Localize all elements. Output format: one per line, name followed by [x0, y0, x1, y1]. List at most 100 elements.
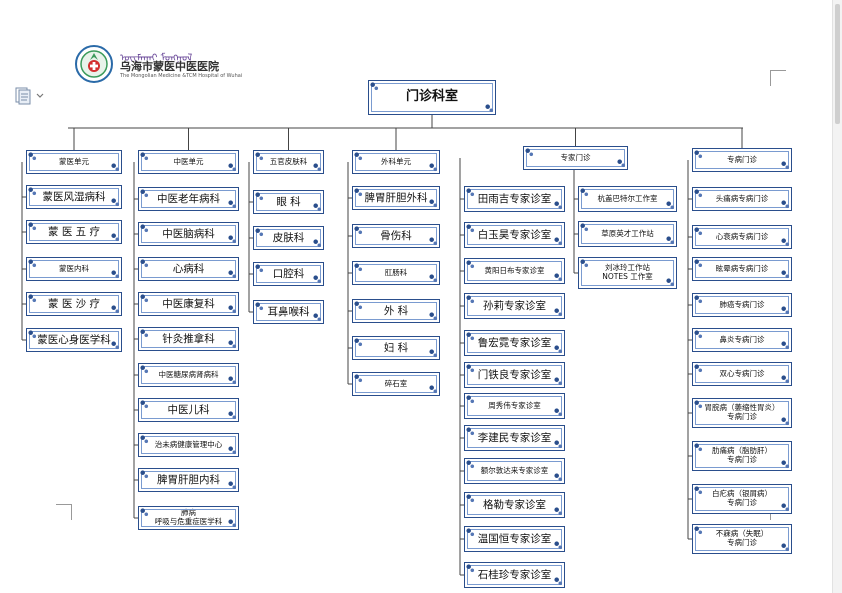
- group-header-4: 专家门诊: [523, 146, 628, 170]
- crop-mark-top-right: [770, 70, 786, 86]
- dept-node-5-5-label: 双心专病门诊: [719, 368, 765, 378]
- paste-options-button[interactable]: [14, 86, 50, 106]
- dept-node-5-2-label: 眩晕病专病门诊: [715, 263, 769, 273]
- dept-node-2-3-label: 耳鼻喉科: [267, 305, 310, 318]
- dept-node-4-1: 白玉昊专家诊室: [464, 222, 565, 248]
- dept-node-4-7: 李建民专家诊室: [464, 425, 565, 451]
- dept-node-1-6: 中医儿科: [138, 398, 239, 422]
- dept-node-5-0-label: 头痛病专病门诊: [715, 193, 769, 203]
- dept-node-5-7: 肋痛病（脂肪肝） 专病门诊: [692, 441, 792, 471]
- dept-node-3-1: 骨伤科: [352, 224, 440, 248]
- dept-node-3-5: 碎石室: [352, 372, 440, 396]
- group-header-2: 五官皮肤科: [253, 150, 324, 174]
- dept-node-3-1-label: 骨伤科: [380, 229, 412, 242]
- dept-node-2-2-label: 口腔科: [272, 267, 305, 280]
- dept-node-1-0: 中医老年病科: [138, 187, 239, 211]
- group-header-3: 外科单元: [352, 150, 440, 174]
- dept-node-0-3-label: 蒙 医 沙 疗: [47, 297, 100, 310]
- dept-node-5-2: 眩晕病专病门诊: [692, 257, 792, 281]
- dept-node-4-6-label: 周秀伟专家诊室: [488, 400, 541, 410]
- dept-node-4-9-label: 格勒专家诊室: [483, 498, 546, 511]
- hospital-logo: ᠦᠸᠮᠠᠬᠠᠢ ᠮᠣᠩᠭᠣᠯ 乌海市蒙医中医医院 The Mongolian M…: [74, 44, 244, 84]
- dept-node-4-10: 温国恒专家诊室: [464, 526, 565, 552]
- group-header-5-label: 专病门诊: [727, 154, 757, 164]
- dept-node-1-8: 脾胃肝胆内科: [138, 468, 239, 492]
- dept-node-1-4: 针灸推拿科: [138, 327, 239, 351]
- dept-node-4-8: 额尔敦达来专家诊室: [464, 458, 565, 484]
- dept-node-4-4-label: 鲁宏霓专家诊室: [477, 336, 552, 349]
- vertical-scrollbar[interactable]: [832, 0, 842, 593]
- dept-node-4-3: 孙莉专家诊室: [464, 293, 565, 319]
- dept-node-2-1: 皮肤科: [253, 226, 324, 250]
- group-header-3-label: 外科单元: [381, 156, 411, 166]
- root-node-label: 门诊科室: [405, 89, 458, 105]
- group-header-0: 蒙医单元: [26, 150, 122, 174]
- dept-node-5-3-label: 肺癌专病门诊: [719, 299, 765, 309]
- dept-node-5-1: 心衰病专病门诊: [692, 225, 792, 249]
- dept-node-5-0: 头痛病专病门诊: [692, 187, 792, 211]
- dept-node-5-8: 白疕病（银屑病） 专病门诊: [692, 484, 792, 514]
- dept-node-5-4-label: 鼻炎专病门诊: [719, 334, 765, 344]
- dept-node-4-4: 鲁宏霓专家诊室: [464, 330, 565, 356]
- group-header-5: 专病门诊: [692, 148, 792, 172]
- document-icon: [15, 87, 31, 105]
- dept-node-2-2: 口腔科: [253, 262, 324, 286]
- dept-node-5-5: 双心专病门诊: [692, 362, 792, 386]
- dept-node-2-1-label: 皮肤科: [272, 231, 305, 244]
- dept-node-4-9: 格勒专家诊室: [464, 492, 565, 518]
- dept-node-3-2: 肛肠科: [352, 261, 440, 285]
- dept-node-4-0-label: 田雨吉专家诊室: [477, 192, 552, 205]
- hospital-seal-icon: [75, 45, 113, 83]
- dept-node-3-3: 外 科: [352, 299, 440, 323]
- dept-node-5-9: 不寐病（失眠） 专病门诊: [692, 524, 792, 554]
- dept-node-0-3: 蒙 医 沙 疗: [26, 292, 122, 316]
- dept-node-0-2: 蒙医内科: [26, 257, 122, 281]
- group-header-0-label: 蒙医单元: [59, 156, 89, 166]
- dept-node-4-5: 门铁良专家诊室: [464, 362, 565, 388]
- logo-chinese-name: 乌海市蒙医中医医院: [120, 60, 219, 73]
- dept-node-1-1: 中医脑病科: [138, 222, 239, 246]
- dept-node-3-2-label: 肛肠科: [384, 267, 408, 277]
- studio-node-2: 刘冰玲工作站 NOTES 工作室: [578, 257, 677, 289]
- crop-mark-bottom-left: [56, 504, 72, 520]
- dept-node-5-8-label: 白疕病（银屑病） 专病门诊: [712, 489, 772, 507]
- dept-node-1-2: 心病科: [138, 257, 239, 281]
- dept-node-5-3: 肺癌专病门诊: [692, 293, 792, 317]
- dept-node-5-6: 胃脘病（萎缩性胃炎） 专病门诊: [692, 398, 792, 428]
- studio-node-0: 杭盖巴特尔工作室: [578, 186, 677, 212]
- dept-node-4-11-label: 石桂珍专家诊室: [477, 568, 552, 581]
- dept-node-4-3-label: 孙莉专家诊室: [483, 299, 546, 312]
- dept-node-1-5-label: 中医糖尿病肾病科: [158, 369, 219, 379]
- dept-node-1-6-label: 中医儿科: [167, 403, 210, 416]
- dept-node-3-5-label: 碎石室: [384, 378, 408, 388]
- dept-node-2-3: 耳鼻喉科: [253, 300, 324, 324]
- dept-node-4-11: 石桂珍专家诊室: [464, 562, 565, 588]
- dept-node-1-3: 中医康复科: [138, 292, 239, 316]
- dept-node-1-8-label: 脾胃肝胆内科: [157, 473, 220, 486]
- dept-node-1-9-label: 肺病 呼吸与危重症医学科: [154, 508, 223, 526]
- scrollbar-thumb[interactable]: [835, 4, 840, 124]
- dept-node-1-9: 肺病 呼吸与危重症医学科: [138, 506, 239, 530]
- dept-node-5-6-label: 胃脘病（萎缩性胃炎） 专病门诊: [704, 403, 780, 421]
- dept-node-0-4-label: 蒙医心身医学科: [37, 333, 111, 346]
- studio-node-1: 草原英才工作站: [578, 221, 677, 247]
- group-header-1: 中医单元: [138, 150, 239, 174]
- logo-mongolian-text: ᠦᠸᠮᠠᠬᠠᠢ ᠮᠣᠩᠭᠣᠯ: [120, 53, 193, 64]
- dept-node-0-0: 蒙医风湿病科: [26, 185, 122, 209]
- group-header-1-label: 中医单元: [173, 156, 204, 166]
- dept-node-4-0: 田雨吉专家诊室: [464, 186, 565, 212]
- dept-node-0-1-label: 蒙 医 五 疗: [47, 225, 100, 238]
- root-node: 门诊科室: [368, 80, 496, 115]
- dept-node-3-4-label: 妇 科: [383, 341, 409, 354]
- dept-node-5-4: 鼻炎专病门诊: [692, 328, 792, 352]
- dept-node-1-7: 治未病健康管理中心: [138, 433, 239, 457]
- dept-node-4-7-label: 李建民专家诊室: [477, 431, 552, 444]
- dept-node-5-9-label: 不寐病（失眠） 专病门诊: [715, 529, 769, 547]
- dept-node-5-1-label: 心衰病专病门诊: [715, 231, 769, 241]
- dept-node-4-2: 黄阳日布专家诊室: [464, 258, 565, 284]
- dept-node-1-0-label: 中医老年病科: [157, 192, 220, 205]
- group-header-4-label: 专家门诊: [560, 152, 591, 162]
- chevron-down-icon: [36, 93, 44, 98]
- dept-node-1-5: 中医糖尿病肾病科: [138, 363, 239, 387]
